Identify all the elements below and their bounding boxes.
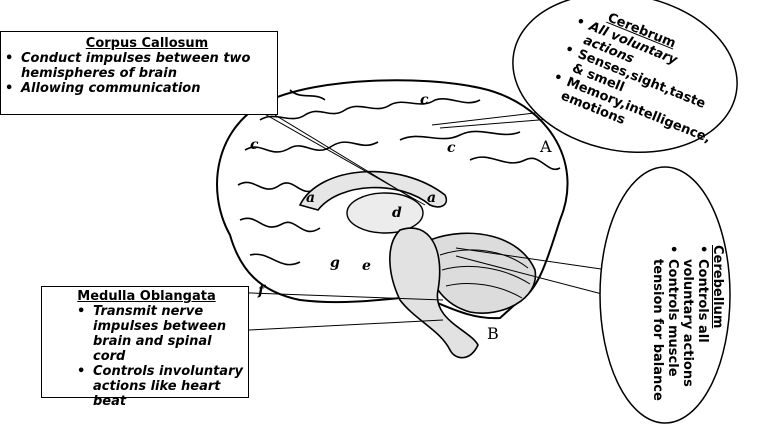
medulla-callout: Medulla Oblangata Transmit nerve impulse…: [41, 286, 249, 409]
label-b-lower: B: [487, 324, 499, 343]
corpus-callosum-item: Conduct impulses between two hemispheres…: [5, 51, 273, 81]
label-e: e: [362, 258, 371, 274]
cerebellum-title: Cerebellum: [710, 245, 725, 329]
medulla-list: Transmit nerve impulses between brain an…: [77, 304, 244, 409]
label-c-front: c: [250, 137, 259, 153]
cerebellum-item: Controls all voluntary actions: [680, 259, 710, 410]
label-g: g: [330, 255, 340, 271]
cerebellum-callout-text: Cerebellum Controls all voluntary action…: [650, 245, 725, 410]
label-a-upper: A: [540, 137, 552, 156]
corpus-callosum-title: Corpus Callosum: [85, 36, 209, 51]
label-f: f: [258, 283, 265, 299]
cerebellum-list: Controls all voluntary actions Controls …: [650, 245, 710, 410]
corpus-callosum-pointer-2: [274, 114, 416, 201]
corpus-callosum-list: Conduct impulses between two hemispheres…: [5, 51, 273, 96]
cerebellum-pointer: [455, 247, 609, 271]
brain-stem-shape: [389, 227, 479, 359]
thalamus-shape: [346, 192, 424, 234]
corpus-callosum-shape: [298, 170, 448, 211]
medulla-item: Transmit nerve impulses between brain an…: [77, 304, 244, 364]
cerebrum-folds: [237, 89, 561, 266]
corpus-callosum-callout: Corpus Callosum Conduct impulses between…: [0, 31, 278, 115]
label-c-top: c: [420, 92, 429, 108]
label-c-right: c: [447, 140, 456, 156]
cerebellum-shape: [429, 232, 537, 314]
label-d: d: [392, 205, 402, 221]
cerebellum-pointer-2: [455, 255, 626, 301]
medulla-item: Controls involuntary actions like heart …: [77, 364, 244, 409]
medulla-pointer-2: [248, 319, 444, 331]
cerebellum-item: Controls muscle tension for balance: [650, 259, 680, 410]
label-a-small: a: [306, 190, 316, 206]
medulla-title: Medulla Oblangata: [77, 289, 216, 304]
corpus-callosum-item: Allowing communication: [5, 81, 273, 96]
cerebellum-folds: [439, 249, 531, 299]
label-a-small-2: a: [427, 190, 437, 206]
